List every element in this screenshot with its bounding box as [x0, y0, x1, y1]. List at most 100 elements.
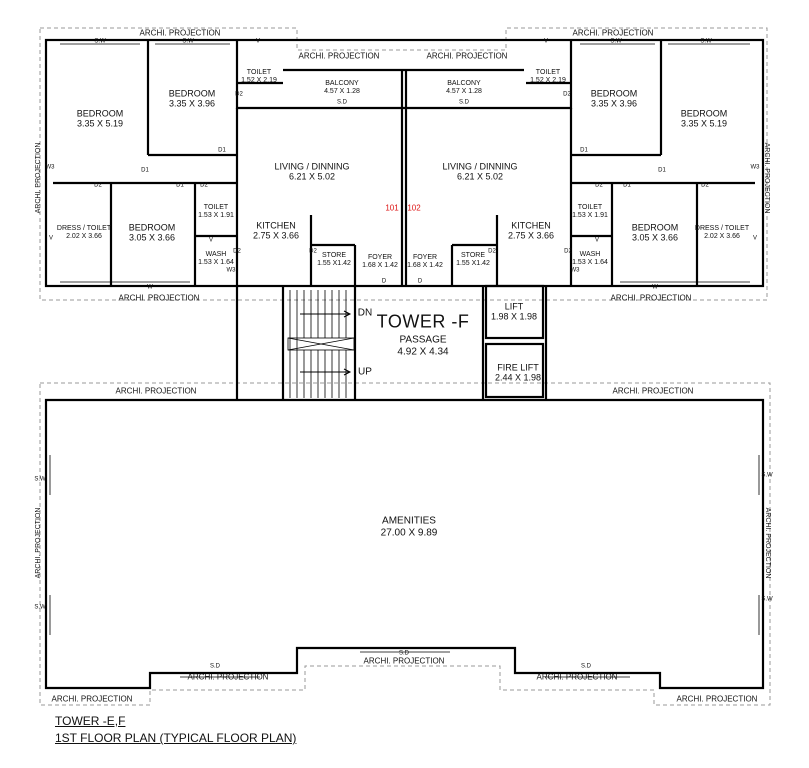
tag-sd: S.D	[458, 99, 470, 106]
caption-tower: TOWER -E,F	[55, 714, 126, 728]
room-name: TOILET	[203, 203, 229, 211]
wall-amenities	[44, 398, 765, 690]
wall-bedroom-row-right	[571, 181, 755, 286]
tag-sw: S.W	[610, 38, 622, 45]
room-name: FOYER	[412, 253, 438, 261]
tag-d2: D2	[233, 248, 241, 255]
room-name: BEDROOM	[680, 108, 728, 119]
room-name: BALCONY	[325, 79, 359, 87]
room-name: BEDROOM	[631, 222, 679, 233]
walls	[44, 38, 765, 690]
tag-v: V	[255, 38, 261, 45]
projection-label-amenities-top-right: ARCHI. PROJECTION	[612, 386, 694, 396]
tag-d1: D1	[141, 167, 149, 174]
tag-d: D	[381, 278, 387, 285]
room-dimension: 3.05 X 3.66	[631, 233, 679, 243]
tag-d2: D2	[94, 182, 102, 189]
room-dimension: 2.75 X 3.66	[507, 231, 555, 241]
room-dimension: 3.35 X 3.96	[590, 99, 638, 109]
room-name: LIVING / DINNING	[274, 161, 350, 172]
tag-sd: S.D	[398, 650, 410, 657]
projection-label-right: ARCHI. PROJECTION	[763, 142, 771, 214]
stair-arrows	[300, 310, 352, 376]
room-dimension: 1.53 X 1.64	[572, 259, 608, 266]
tag-d1: D1	[176, 182, 184, 189]
wall-balcony	[235, 40, 573, 110]
tag-sd: S.D	[209, 663, 221, 670]
tag-v: V	[48, 235, 54, 242]
projection-label-amenities-right: ARCHI. PROJECTION	[764, 507, 772, 579]
room-dimension: 1.68 X 1.42	[362, 262, 398, 269]
room-name: TOILET	[577, 203, 603, 211]
wall-store-foyer-right	[450, 215, 499, 286]
room-dimension: 1.53 X 1.64	[198, 259, 234, 266]
room-dimension: 27.00 X 9.89	[380, 527, 438, 538]
room-name: LIFT	[504, 301, 524, 312]
room-name: WASH	[579, 250, 601, 258]
room-name: BEDROOM	[168, 88, 216, 99]
tag-sd: S.D	[336, 99, 348, 106]
projection-label-upper-bottom-right: ARCHI. PROJECTION	[610, 293, 692, 303]
room-dimension: 1.55 X1.42	[456, 260, 490, 267]
room-dimension: 1.53 X 1.91	[572, 212, 608, 219]
projection-label-amenities-corner-left: ARCHI. PROJECTION	[51, 694, 133, 704]
room-dimension: 4.57 X 1.28	[324, 88, 360, 95]
projection-label-top-left: ARCHI. PROJECTION	[139, 28, 221, 38]
tag-v: V	[752, 235, 758, 242]
tag-sw: S.W	[761, 472, 773, 479]
tag-d1: D1	[218, 147, 226, 154]
projection-lower-outline	[39, 382, 771, 706]
tag-sw: S.W	[94, 38, 106, 45]
tag-sw: S.W	[761, 596, 773, 603]
wall-living-left	[146, 40, 239, 286]
room-dimension: 6.21 X 5.02	[288, 172, 336, 182]
projection-label-amenities-top-left: ARCHI. PROJECTION	[115, 386, 197, 396]
window-marks	[49, 43, 760, 678]
room-dimension: 3.35 X 3.96	[168, 99, 216, 109]
room-name: FOYER	[367, 253, 393, 261]
room-name: DRESS / TOILET	[56, 224, 112, 232]
wall-living-right	[569, 40, 663, 286]
wall-upper-block	[44, 38, 765, 288]
room-name: BEDROOM	[590, 88, 638, 99]
tag-d2: D2	[701, 182, 709, 189]
tag-d1: D1	[623, 182, 631, 189]
tag-v: V	[594, 237, 600, 244]
stair-up-label: UP	[358, 366, 372, 378]
room-name: FIRE LIFT	[497, 362, 539, 373]
room-dimension: 1.52 X 2.19	[241, 77, 277, 84]
tag-sw: S.W	[34, 476, 46, 483]
room-dimension: 1.53 X 1.91	[198, 212, 234, 219]
tag-d2: D2	[488, 248, 496, 255]
projection-label-upper-bottom-left: ARCHI. PROJECTION	[118, 293, 200, 303]
room-dimension: 3.35 X 5.19	[76, 119, 124, 129]
projection-label-amenities-corner-right: ARCHI. PROJECTION	[676, 694, 758, 704]
tag-w3: W3	[45, 164, 55, 171]
room-name: TOILET	[246, 68, 272, 76]
unit-number-left: 101	[385, 203, 399, 213]
wall-core	[235, 286, 548, 400]
projection-label-top-center-right: ARCHI. PROJECTION	[426, 51, 508, 61]
wall-lift-shaft	[484, 284, 545, 340]
room-dimension: 2.75 X 3.66	[252, 231, 300, 241]
